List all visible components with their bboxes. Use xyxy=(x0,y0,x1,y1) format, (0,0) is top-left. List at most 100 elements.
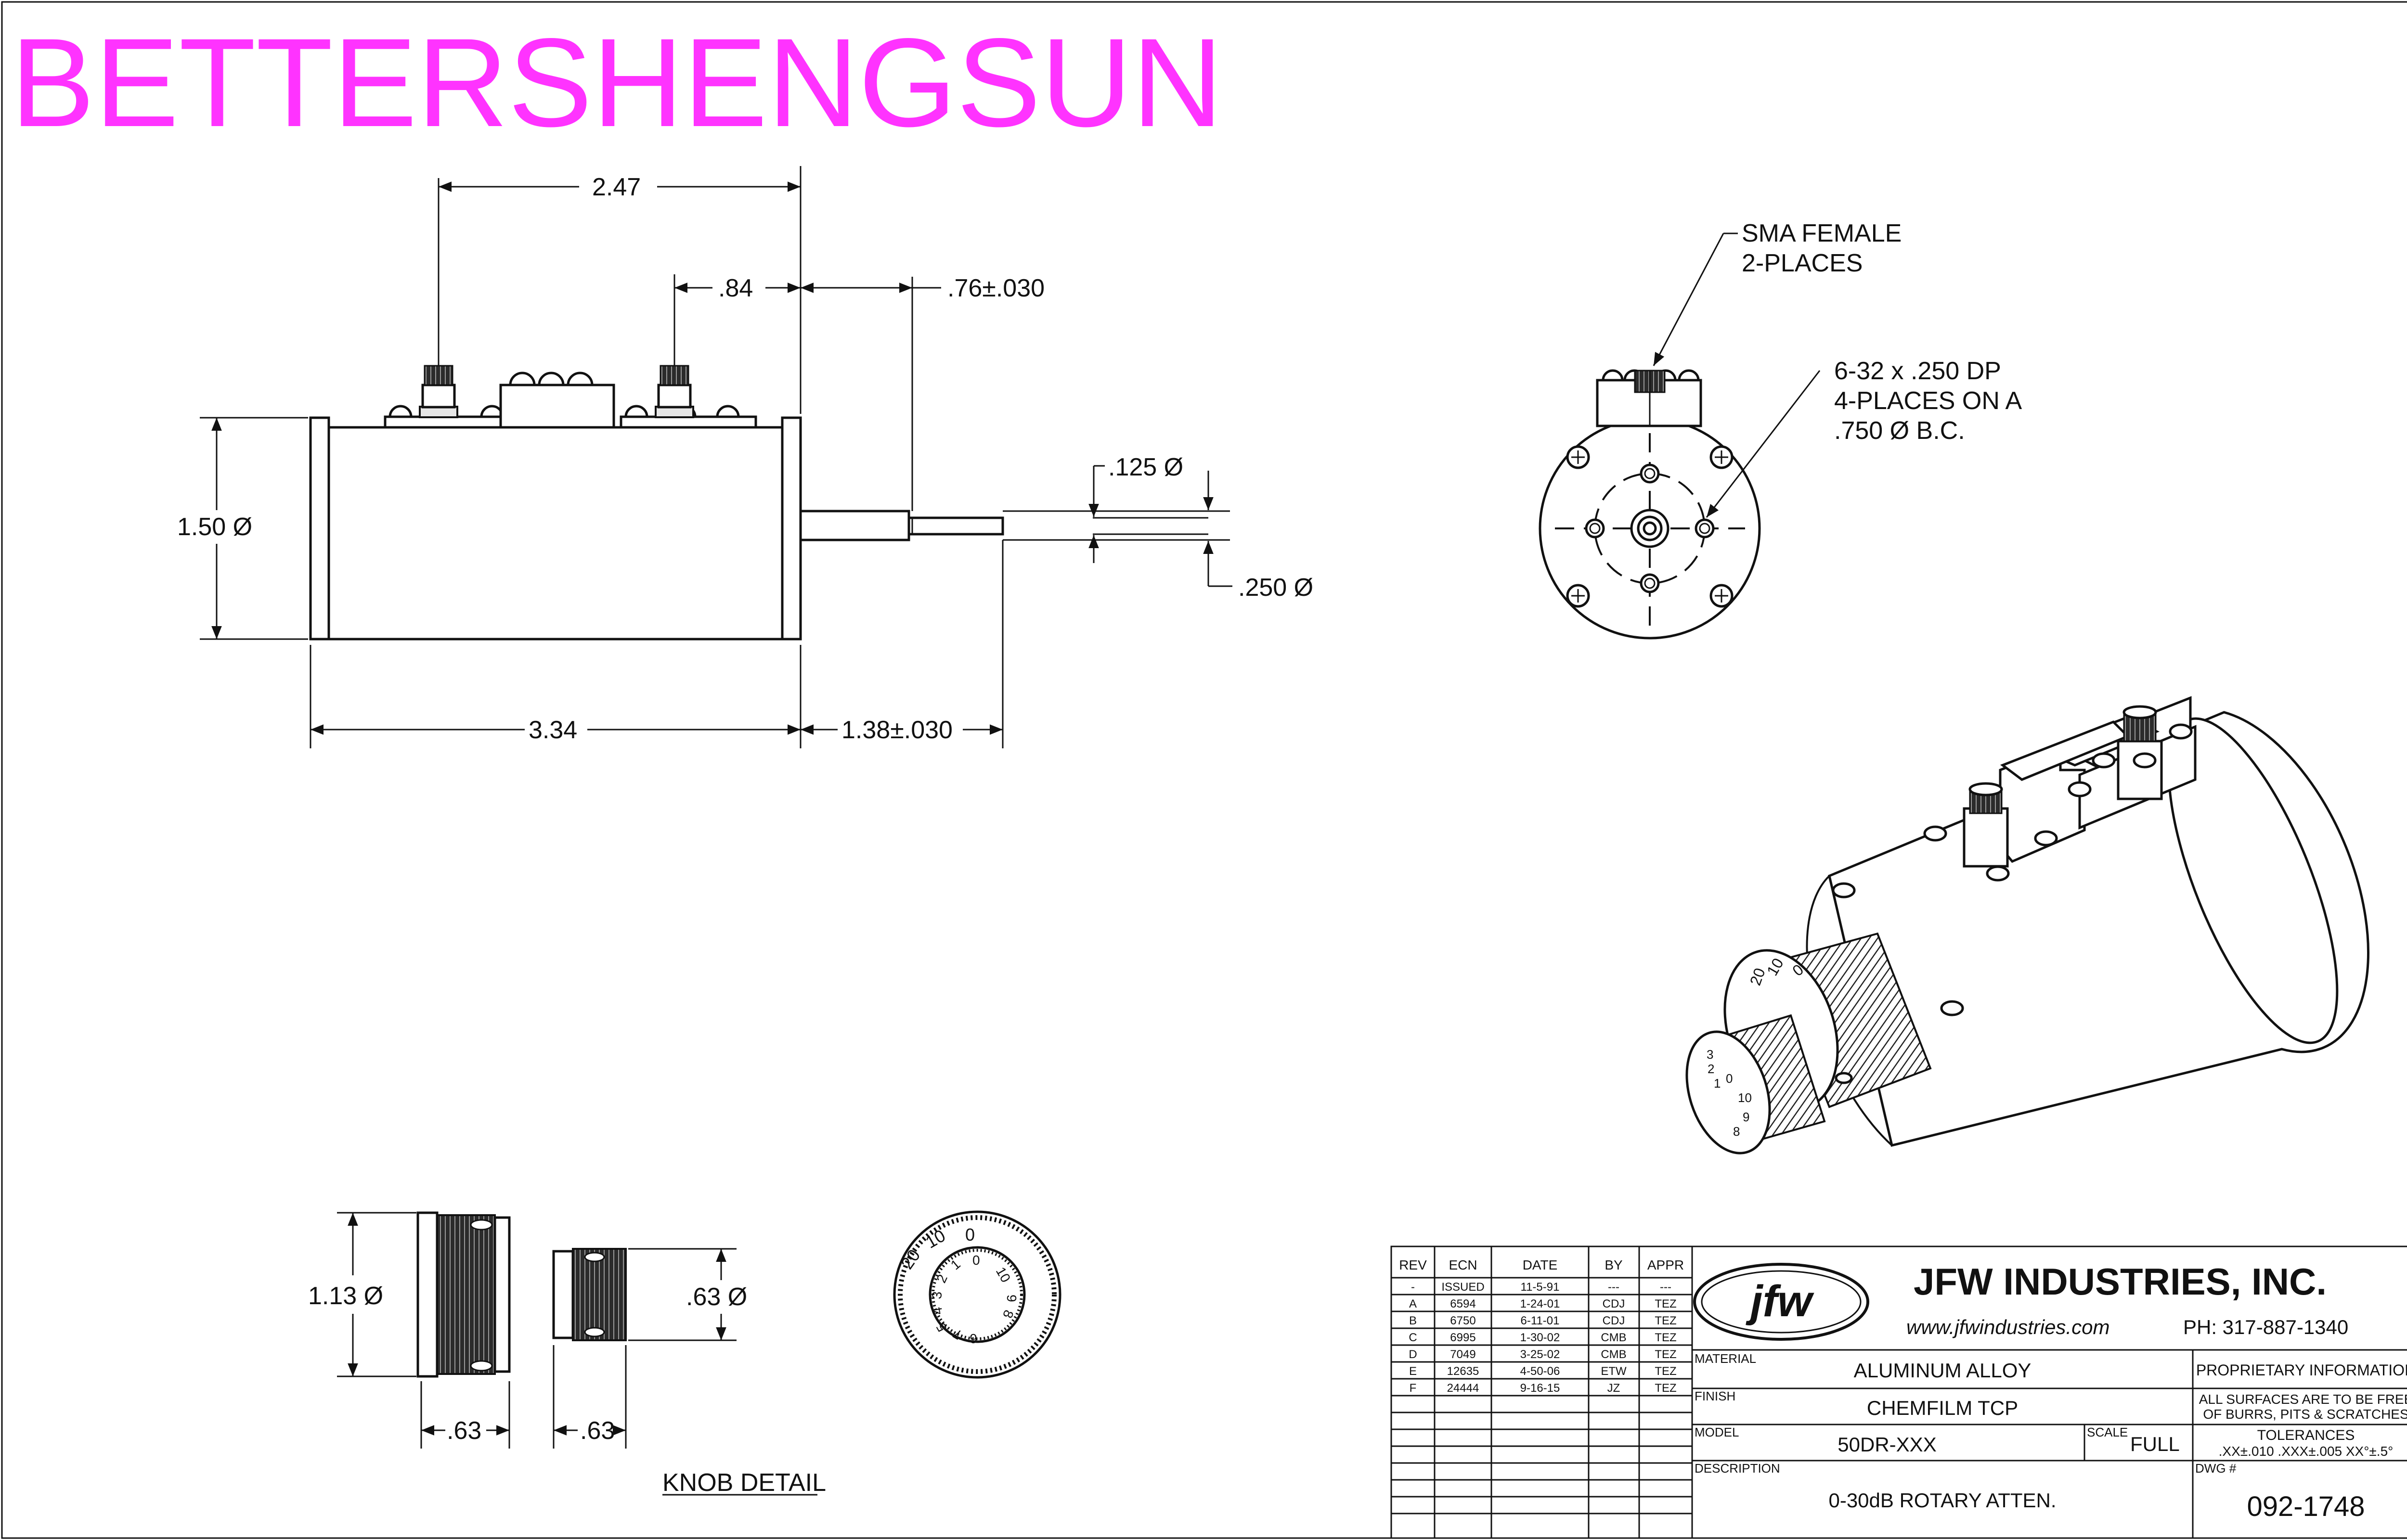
rev-cell: C xyxy=(1409,1331,1417,1344)
scale-value: FULL xyxy=(2130,1433,2180,1455)
rev-cell: TEZ xyxy=(1655,1297,1676,1310)
tolerances-label: TOLERANCES xyxy=(2257,1427,2355,1443)
rev-header: BY xyxy=(1605,1258,1623,1272)
rev-cell: 9-16-15 xyxy=(1520,1382,1560,1395)
rev-cell: TEZ xyxy=(1655,1331,1676,1344)
rev-cell: TEZ xyxy=(1655,1314,1676,1327)
dim-shaft-dia-large: .250 Ø xyxy=(1238,574,1313,602)
rev-cell: 4-50-06 xyxy=(1520,1365,1560,1378)
iso-inner-number: 8 xyxy=(1733,1124,1740,1139)
dim-connector-spacing: .84 xyxy=(718,274,753,302)
front-view: SMA FEMALE 2-PLACES 6-32 x .250 DP 4-PLA… xyxy=(1539,219,2022,640)
rev-cell: 1-30-02 xyxy=(1520,1331,1560,1344)
note-holes-line1: 6-32 x .250 DP xyxy=(1834,357,2001,385)
company-name: JFW INDUSTRIES, INC. xyxy=(1914,1260,2327,1303)
center-block xyxy=(499,384,615,429)
iso-inner-number: 3 xyxy=(1707,1047,1713,1062)
scale-label: SCALE xyxy=(2087,1425,2128,1439)
dim-body-length: 3.34 xyxy=(529,716,577,744)
rev-cell: ETW xyxy=(1601,1365,1627,1378)
small-knob xyxy=(572,1248,627,1341)
rev-cell: 7049 xyxy=(1450,1348,1475,1361)
note-holes-line2: 4-PLACES ON A xyxy=(1834,387,2022,415)
iso-inner-number: 10 xyxy=(1738,1091,1752,1105)
rev-cell: 6750 xyxy=(1450,1314,1475,1327)
rev-cell: - xyxy=(1411,1281,1415,1294)
iso-inner-number: 9 xyxy=(1743,1110,1749,1124)
rev-cell: F xyxy=(1410,1382,1417,1395)
finish-value: CHEMFILM TCP xyxy=(1867,1397,2018,1419)
note-sma-line2: 2-PLACES xyxy=(1742,249,1863,277)
dim-shaft-length: 1.38±.030 xyxy=(841,716,953,744)
rev-cell: B xyxy=(1409,1314,1417,1327)
dial-inner-number: 0 xyxy=(972,1253,980,1268)
rev-cell: 12635 xyxy=(1447,1365,1479,1378)
revision-table: REV ECN DATE BY APPR - ISSUED 11-5-91 --… xyxy=(1390,1245,1693,1539)
iso-sma-left xyxy=(1963,782,2009,868)
dim-knob-diameter-small: .63 Ø xyxy=(686,1283,747,1311)
dial-inner-number: 4 xyxy=(930,1306,945,1316)
rev-cell: A xyxy=(1409,1297,1417,1310)
rev-cell: 24444 xyxy=(1447,1382,1479,1395)
rev-cell: E xyxy=(1409,1365,1417,1378)
large-knob xyxy=(436,1214,496,1375)
rev-cell: 6-11-01 xyxy=(1521,1314,1560,1327)
dial-inner-number: 3 xyxy=(929,1291,945,1299)
iso-screws xyxy=(1832,723,2193,1016)
block-screws xyxy=(509,372,594,386)
dim-knob-width-small: .63 xyxy=(580,1417,615,1445)
dial-outer-number: 0 xyxy=(965,1225,975,1245)
company-phone: PH: 317-887-1340 xyxy=(2183,1316,2348,1338)
dial-inner-number: 6 xyxy=(970,1331,977,1346)
rev-cell: TEZ xyxy=(1655,1348,1676,1361)
model-value: 50DR-XXX xyxy=(1838,1433,1936,1456)
attenuator-body xyxy=(327,426,784,641)
material-value: ALUMINUM ALLOY xyxy=(1854,1359,2032,1382)
rev-cell: --- xyxy=(1608,1281,1619,1294)
rev-cell: D xyxy=(1409,1348,1417,1361)
tolerances-value: .XX±.010 .XXX±.005 XX°±.5° xyxy=(2219,1444,2394,1459)
note-holes-line3: .750 Ø B.C. xyxy=(1834,417,1965,445)
surfaces-line2: OF BURRS, PITS & SCRATCHES xyxy=(2203,1407,2407,1422)
connector-plate-right xyxy=(620,415,757,429)
dial-inner xyxy=(929,1246,1026,1343)
rev-cell: CDJ xyxy=(1603,1314,1625,1327)
jfw-logo xyxy=(1693,1263,1869,1341)
sma-connector-left xyxy=(419,178,458,418)
logo-text: jfw xyxy=(1746,1277,1814,1326)
knob-detail-label: KNOB DETAIL xyxy=(662,1469,826,1497)
dim-body-diameter: 1.50 Ø xyxy=(177,513,252,541)
left-flange xyxy=(309,416,330,641)
rev-cell: 6594 xyxy=(1450,1297,1475,1310)
title-block: jfw JFW INDUSTRIES, INC. www.jfwindustri… xyxy=(1691,1245,2407,1539)
dim-shaft-dia-small: .125 Ø xyxy=(1108,453,1183,481)
rev-cell: 6995 xyxy=(1450,1331,1475,1344)
rev-cell: --- xyxy=(1660,1281,1671,1294)
shaft-thin xyxy=(907,516,1004,536)
rev-cell: 1-24-01 xyxy=(1520,1297,1560,1310)
iso-inner-number: 0 xyxy=(1726,1071,1733,1086)
knob-detail: 1.13 Ø .63 Ø .63 .63 20 10 0 5 4 3 2 1 0… xyxy=(308,1210,1061,1497)
dial-inner-number: 9 xyxy=(1004,1295,1019,1302)
rev-cell: 11-5-91 xyxy=(1521,1281,1560,1294)
rev-cell: 3-25-02 xyxy=(1520,1348,1560,1361)
note-sma-line1: SMA FEMALE xyxy=(1742,219,1902,247)
rev-header: REV xyxy=(1399,1258,1427,1272)
dwg-label: DWG # xyxy=(2195,1461,2237,1476)
finish-label: FINISH xyxy=(1695,1389,1735,1403)
material-label: MATERIAL xyxy=(1695,1351,1756,1366)
dwg-number: 092-1748 xyxy=(2247,1491,2365,1522)
plate-screws xyxy=(388,405,740,418)
tapped-holes xyxy=(1585,463,1715,593)
face-screws xyxy=(1566,445,1734,608)
iso-sma-right xyxy=(2117,705,2163,800)
dim-shaft-front: .76±.030 xyxy=(947,274,1045,302)
iso-inner-number: 2 xyxy=(1708,1062,1714,1076)
iso-inner-number: 1 xyxy=(1714,1076,1721,1091)
iso-small-knob-face xyxy=(1685,1030,1771,1155)
rev-header: DATE xyxy=(1523,1258,1558,1272)
watermark-text: BETTERSHENGSUN xyxy=(11,12,1223,153)
rev-cell: TEZ xyxy=(1655,1365,1676,1378)
